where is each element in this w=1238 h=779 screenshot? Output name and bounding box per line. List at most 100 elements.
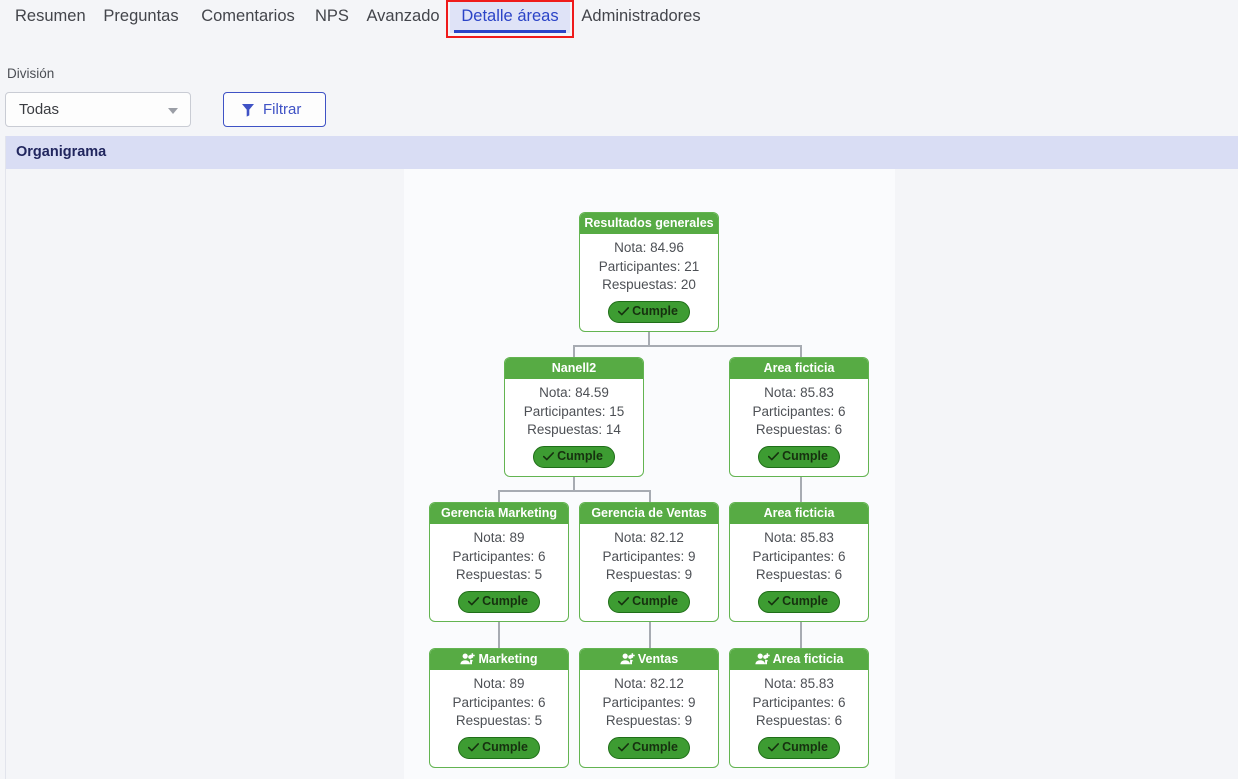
org-node-participantes: Participantes: 9 bbox=[580, 694, 718, 713]
check-icon bbox=[617, 741, 630, 755]
org-node-participantes-label: Participantes: bbox=[598, 258, 681, 274]
status-badge: Cumple bbox=[533, 445, 615, 468]
org-node-title: Area ficticia bbox=[763, 361, 835, 375]
tab-nps[interactable]: NPS bbox=[315, 7, 349, 25]
status-badge-label: Cumple bbox=[632, 739, 678, 754]
status-badge-label: Cumple bbox=[482, 593, 528, 608]
connector-line bbox=[800, 345, 802, 358]
tab-administradores[interactable]: Administradores bbox=[581, 7, 701, 25]
org-node-participantes-label: Participantes: bbox=[752, 548, 835, 564]
org-node-title: Nanell2 bbox=[551, 361, 597, 375]
org-node-participantes: Participantes: 6 bbox=[430, 548, 568, 567]
status-badge: Cumple bbox=[758, 445, 840, 468]
tab-resumen[interactable]: Resumen bbox=[15, 7, 86, 25]
org-node-respuestas: Respuestas: 20 bbox=[580, 276, 718, 295]
connector-line bbox=[498, 620, 500, 648]
org-node-respuestas: Respuestas: 9 bbox=[580, 566, 718, 585]
status-badge-wrap: Cumple bbox=[730, 585, 868, 613]
org-node-respuestas-value: 6 bbox=[834, 422, 843, 437]
tab-avanzado[interactable]: Avanzado bbox=[366, 7, 440, 25]
org-node-header: Nanell2 bbox=[505, 358, 643, 379]
status-badge-wrap: Cumple bbox=[580, 295, 718, 323]
division-select[interactable]: Todas bbox=[5, 92, 191, 127]
org-node-participantes-value: 6 bbox=[538, 548, 546, 564]
org-node-header: Area ficticia bbox=[730, 503, 868, 524]
org-node-nota-value: 89 bbox=[509, 676, 525, 691]
org-node-nota-label: Nota: bbox=[764, 676, 797, 691]
org-node-respuestas-label: Respuestas: bbox=[527, 422, 603, 437]
connector-line bbox=[573, 345, 802, 347]
status-badge-label: Cumple bbox=[632, 593, 678, 608]
org-node-nota: Nota: 89 bbox=[430, 529, 568, 548]
org-node-nota: Nota: 84.59 bbox=[505, 384, 643, 403]
check-icon bbox=[467, 741, 480, 755]
org-node-respuestas-label: Respuestas: bbox=[455, 567, 531, 582]
org-node-participantes-value: 6 bbox=[838, 548, 846, 564]
org-node-title: Resultados generales bbox=[584, 216, 714, 230]
status-badge-wrap: Cumple bbox=[430, 731, 568, 759]
connector-line bbox=[573, 345, 575, 358]
org-node-title: Gerencia de Ventas bbox=[591, 506, 707, 520]
status-badge-label: Cumple bbox=[557, 448, 603, 463]
org-node-participantes-value: 6 bbox=[838, 694, 846, 710]
org-node-respuestas: Respuestas: 6 bbox=[730, 712, 868, 731]
tab-preguntas[interactable]: Preguntas bbox=[103, 7, 179, 25]
status-badge-label: Cumple bbox=[482, 739, 528, 754]
status-badge: Cumple bbox=[458, 590, 540, 613]
connector-line bbox=[649, 490, 651, 503]
tab-detalle-áreas[interactable]: Detalle áreas bbox=[450, 0, 570, 33]
org-node-nota-value: 85.83 bbox=[800, 530, 834, 545]
org-node-nota: Nota: 84.96 bbox=[580, 239, 718, 258]
org-node-nota-value: 84.96 bbox=[650, 240, 684, 255]
org-node-header: Ventas bbox=[580, 649, 718, 670]
org-node-nota-value: 85.83 bbox=[800, 385, 834, 400]
org-node-nota-label: Nota: bbox=[764, 530, 797, 545]
connector-line bbox=[649, 620, 651, 648]
org-node-nota-value: 89 bbox=[509, 530, 525, 545]
status-badge: Cumple bbox=[608, 300, 690, 323]
org-node-respuestas-label: Respuestas: bbox=[605, 567, 681, 582]
check-icon bbox=[767, 741, 780, 755]
status-badge-label: Cumple bbox=[782, 739, 828, 754]
org-node-respuestas-value: 20 bbox=[680, 277, 696, 292]
org-node-participantes-value: 15 bbox=[609, 403, 625, 419]
org-node-respuestas-value: 5 bbox=[534, 713, 543, 728]
org-node-participantes-value: 21 bbox=[684, 258, 700, 274]
connector-line bbox=[800, 620, 802, 648]
org-node-respuestas-value: 6 bbox=[834, 713, 843, 728]
status-badge-label: Cumple bbox=[782, 593, 828, 608]
division-label: División bbox=[7, 66, 55, 81]
org-node-nota-label: Nota: bbox=[614, 676, 647, 691]
org-node-nota-value: 84.59 bbox=[575, 385, 609, 400]
check-icon bbox=[617, 305, 630, 319]
check-icon bbox=[542, 450, 555, 464]
org-node-nota: Nota: 82.12 bbox=[580, 675, 718, 694]
org-node-respuestas-value: 6 bbox=[834, 567, 843, 582]
org-node-respuestas: Respuestas: 5 bbox=[430, 712, 568, 731]
tab-comentarios[interactable]: Comentarios bbox=[201, 7, 295, 25]
status-badge-wrap: Cumple bbox=[580, 585, 718, 613]
org-node-participantes: Participantes: 6 bbox=[730, 548, 868, 567]
org-node-nota: Nota: 85.83 bbox=[730, 675, 868, 694]
check-icon bbox=[617, 595, 630, 609]
org-node-respuestas-label: Respuestas: bbox=[755, 713, 831, 728]
org-node-respuestas-label: Respuestas: bbox=[755, 567, 831, 582]
check-icon bbox=[467, 595, 480, 609]
org-node-participantes: Participantes: 6 bbox=[730, 403, 868, 422]
status-badge: Cumple bbox=[758, 736, 840, 759]
filter-button[interactable]: Filtrar bbox=[223, 92, 326, 127]
